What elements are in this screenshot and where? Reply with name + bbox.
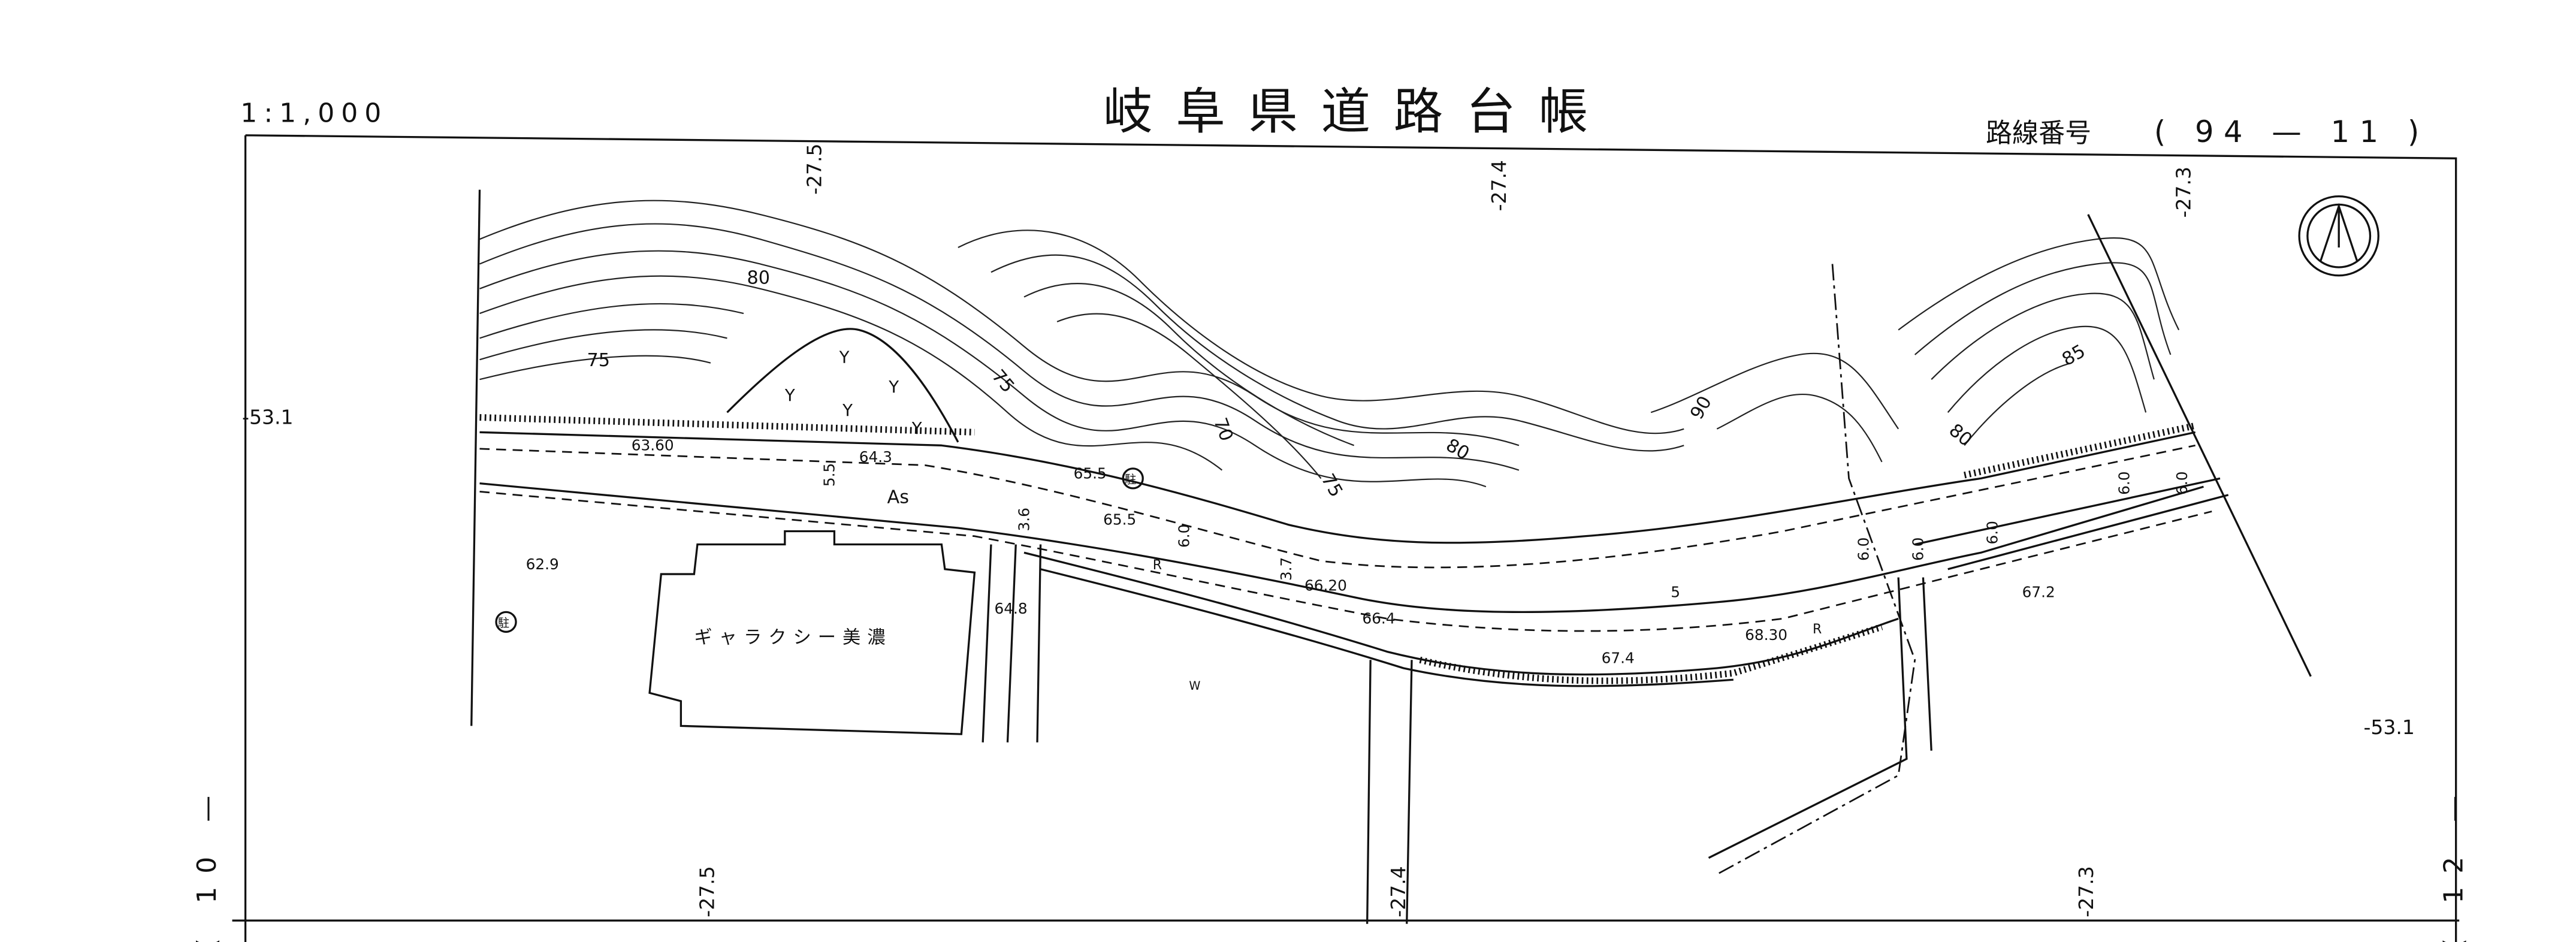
grid-tick-bottom: -27.5	[695, 866, 718, 917]
svg-text:80: 80	[1442, 434, 1473, 464]
route-number: ( 94 — 11 )	[2154, 114, 2429, 149]
water-label: W	[1189, 679, 1200, 693]
svg-text:6.0: 6.0	[1855, 538, 1873, 561]
contour-lines	[479, 200, 2180, 488]
svg-text:6.0: 6.0	[2116, 472, 2133, 495]
tree-symbols: Y Y Y Y Y	[784, 348, 922, 438]
svg-text:67.4: 67.4	[1602, 650, 1635, 667]
grid-ticks: -27.5 -27.4 -27.3 -27.5 -27.4 -27.3 -53.…	[192, 143, 2469, 942]
svg-text:66.20: 66.20	[1304, 577, 1347, 594]
svg-text:5: 5	[1671, 584, 1680, 601]
svg-text:6.0: 6.0	[1175, 524, 1192, 548]
svg-text:3.6: 3.6	[1015, 508, 1032, 531]
grid-tick-top: -27.5	[802, 143, 826, 194]
svg-text:6.0: 6.0	[2173, 472, 2191, 495]
svg-text:6.0: 6.0	[1983, 521, 2001, 544]
svg-text:70: 70	[1209, 415, 1237, 444]
grid-tick-left: -53.1	[242, 406, 293, 429]
svg-text:66.4: 66.4	[1362, 610, 1395, 627]
retaining-wall-east	[1964, 422, 2196, 479]
elevation-labels: 63.60 64.3 65.5 65.5 66.20 66.4 68.30 67…	[526, 437, 2055, 667]
svg-text:Y: Y	[888, 378, 899, 397]
map-frame	[232, 134, 2460, 942]
next-sheet-label: ( 12 —	[2439, 783, 2469, 942]
grid-tick-right: -53.1	[2363, 715, 2414, 739]
svg-text:90: 90	[1686, 393, 1716, 423]
map-title: 岐阜県道路台帳	[1103, 83, 1611, 141]
svg-text:67.2: 67.2	[2022, 584, 2055, 601]
svg-text:6.0: 6.0	[1909, 538, 1926, 561]
svg-text:Y: Y	[784, 386, 795, 405]
svg-text:Y: Y	[839, 348, 850, 367]
svg-text:68.30: 68.30	[1745, 626, 1787, 644]
svg-text:75: 75	[587, 350, 610, 371]
parking-icon: 駐 駐	[495, 467, 1144, 633]
route-label: 路線番号	[1986, 118, 2091, 149]
scale-label: 1:1,000	[240, 98, 388, 129]
building-outline	[648, 530, 976, 735]
tree-hill	[726, 328, 959, 443]
svg-text:5.5: 5.5	[820, 463, 838, 487]
svg-text:75: 75	[1317, 470, 1347, 501]
svg-text:62.9: 62.9	[526, 555, 559, 573]
building-label: ギャラクシー美濃	[694, 627, 892, 648]
grid-tick-top: -27.4	[1487, 160, 1511, 211]
grid-tick-bottom: -27.3	[2074, 866, 2098, 917]
svg-text:Y: Y	[842, 401, 853, 420]
north-arrow-icon	[2298, 195, 2379, 277]
svg-text:駐: 駐	[1125, 473, 1136, 487]
grid-tick-bottom: -27.4	[1387, 866, 1410, 917]
svg-text:3.7: 3.7	[1278, 557, 1295, 581]
svg-text:80: 80	[1945, 420, 1976, 451]
retaining-label: R	[1813, 622, 1822, 637]
svg-text:64.8: 64.8	[994, 600, 1027, 617]
parcel-lines	[982, 544, 1413, 924]
width-labels: 5.5 3.6 6.0 3.7 5 6.0 6.0 6.0 6.0 6.0	[820, 463, 2191, 601]
prev-sheet-label: ( 10 —	[192, 783, 222, 942]
road	[470, 189, 2312, 875]
svg-text:65.5: 65.5	[1103, 511, 1136, 528]
retaining-wall	[479, 414, 975, 436]
retaining-label: R	[1153, 558, 1162, 573]
grid-tick-top: -27.3	[2172, 167, 2195, 218]
svg-text:63.60: 63.60	[632, 437, 674, 454]
svg-text:80: 80	[747, 268, 770, 289]
svg-text:65.5: 65.5	[1074, 464, 1107, 482]
svg-text:駐: 駐	[498, 616, 509, 630]
svg-text:64.3: 64.3	[859, 448, 892, 466]
surface-label: As	[887, 487, 909, 508]
